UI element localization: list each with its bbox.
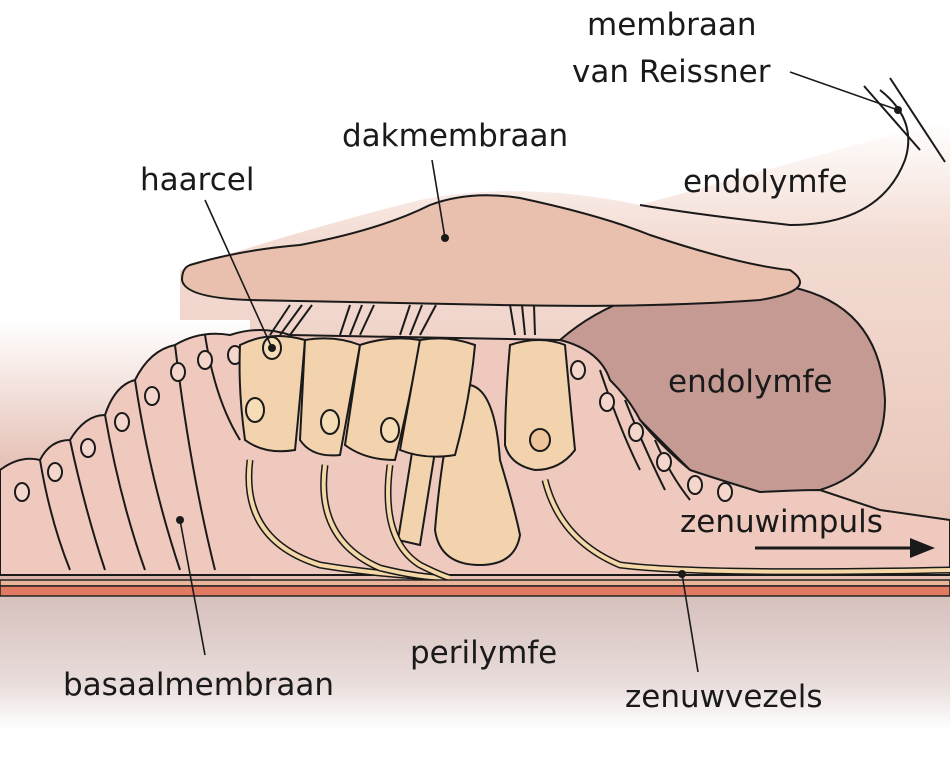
label-nerve-fibers: zenuwvezels (625, 679, 823, 715)
reissner-membrane (639, 89, 910, 227)
perilymph-fill (0, 595, 950, 730)
basilar-membrane-band (0, 585, 950, 597)
leader-lines (176, 71, 902, 673)
reissner-side-wall-2 (889, 77, 946, 163)
label-basilar: basaalmembraan (63, 667, 334, 703)
nerve-impulse-arrow-head (910, 538, 935, 558)
label-hair-cell: haarcel (140, 162, 254, 198)
label-perilymph: perilymfe (410, 635, 557, 671)
support-cell-nuclei (14, 345, 733, 502)
basilar-membrane-top (0, 579, 950, 587)
tectorial-membrane (180, 194, 801, 307)
nerve-fibers (245, 459, 950, 582)
stereocilia (269, 304, 536, 336)
label-tectorial: dakmembraan (342, 118, 568, 154)
hair-cell-nuclei (245, 336, 551, 452)
hair-cells (238, 335, 577, 472)
label-reissner-line1: membraan (587, 7, 757, 43)
label-reissner-line2: van Reissner (572, 54, 771, 90)
label-endolymph-upper: endolymfe (683, 164, 848, 200)
label-nerve-impulse: zenuwimpuls (680, 504, 883, 540)
label-endolymph-lower: endolymfe (668, 364, 833, 400)
reissner-side-wall-1 (863, 85, 921, 151)
